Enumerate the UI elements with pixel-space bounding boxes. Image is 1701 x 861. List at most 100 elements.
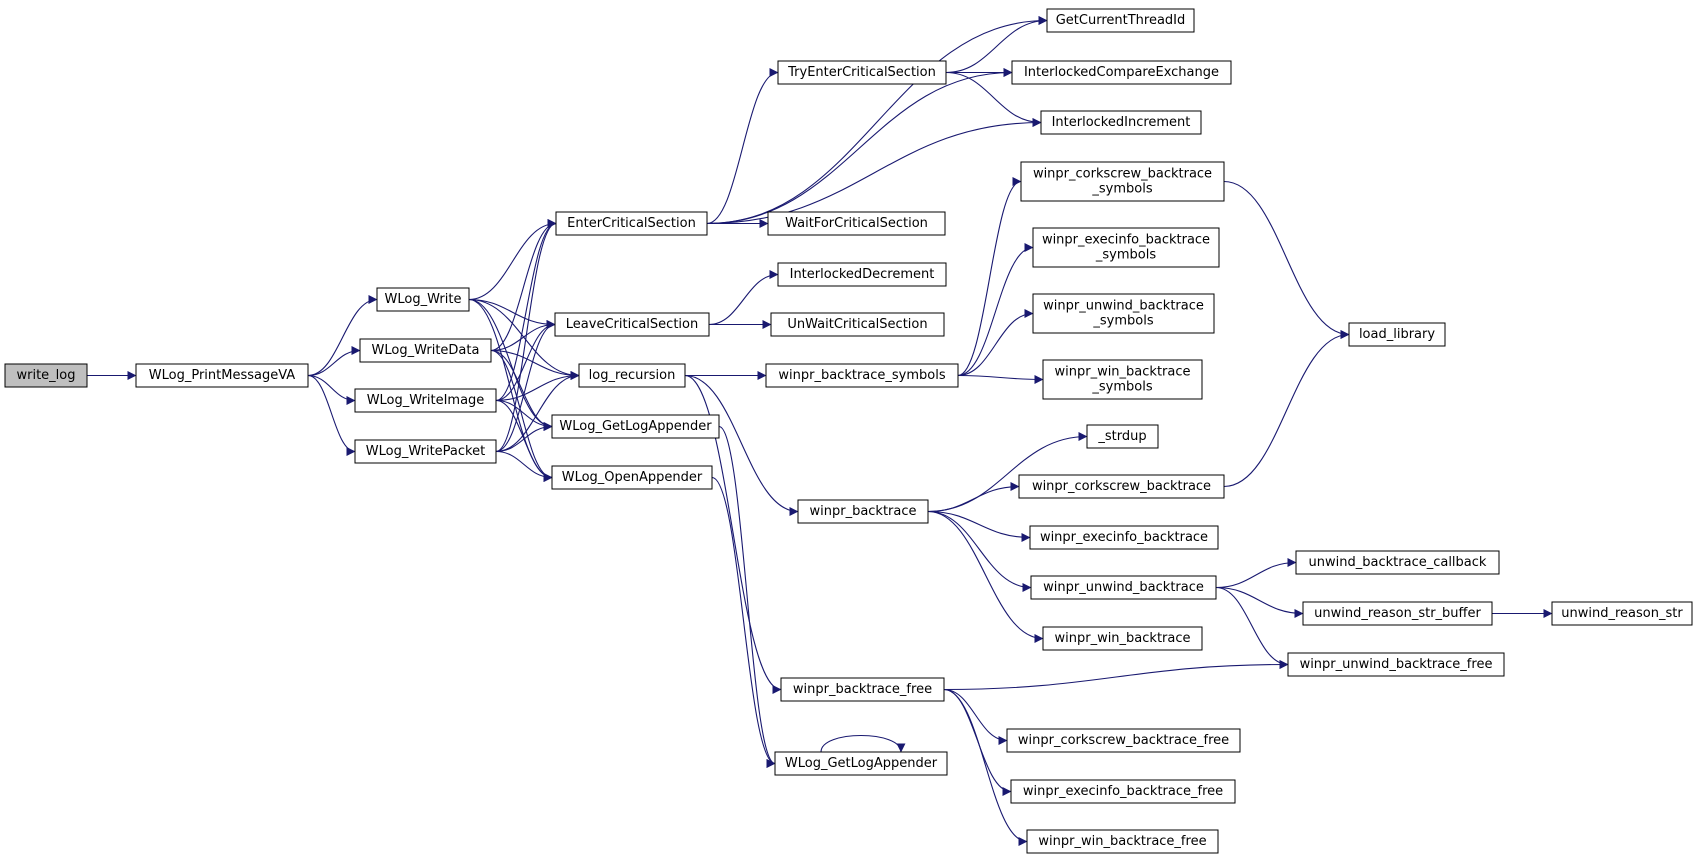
node-winpr-unwind-backtrace-free[interactable]: winpr_unwind_backtrace_free [1287,652,1505,677]
edge-enter-critical-section-to-get-current-thread-id [706,16,1048,225]
node-winpr-corkscrew-backtrace-symbols[interactable]: winpr_corkscrew_backtrace_symbols [1020,161,1225,202]
node-box [1026,829,1219,854]
node-winpr-unwind-backtrace[interactable]: winpr_unwind_backtrace [1030,575,1217,600]
edge-wlog-write-image-to-log-recursion [495,371,580,402]
node-box [554,312,710,337]
node-label: load_library [1359,327,1435,342]
node-load-library[interactable]: load_library [1348,322,1446,347]
node-winpr-unwind-backtrace-symbols[interactable]: winpr_unwind_backtrace_symbols [1032,293,1215,334]
edge-wlog-write-data-to-enter-critical-section [490,219,557,352]
node-label: winpr_execinfo_backtrace [1040,530,1208,545]
node-leave-critical-section[interactable]: LeaveCriticalSection [554,312,710,337]
node-winpr-win-backtrace-free[interactable]: winpr_win_backtrace_free [1026,829,1219,854]
node-wlog-write[interactable]: WLog_Write [376,287,470,312]
edge-winpr-backtrace-to-strdup [927,432,1088,513]
node-box [1020,161,1225,202]
node-label: LeaveCriticalSection [566,317,698,332]
node-wlog-write-image[interactable]: WLog_WriteImage [354,388,497,413]
node-un-wait-critical-section[interactable]: UnWaitCriticalSection [770,312,945,337]
node-box [1042,359,1203,400]
edge-wlog-write-packet-to-enter-critical-section [495,219,557,453]
node-box [1551,601,1693,626]
edge-winpr-backtrace-free-to-winpr-unwind-backtrace-free [943,660,1289,691]
node-wlog-get-log-appender[interactable]: WLog_GetLogAppender [551,414,720,439]
node-label: winpr_backtrace_symbols [778,368,945,383]
node-box [774,751,948,776]
node-box [359,338,492,363]
edge-try-enter-critical-section-to-get-current-thread-id [945,16,1048,74]
edge-try-enter-critical-section-to-interlocked-increment [945,71,1042,127]
node-box [1287,652,1505,677]
node-wlog-write-packet[interactable]: WLog_WritePacket [354,439,497,464]
node-label: WLog_PrintMessageVA [149,368,296,383]
node-write-log[interactable]: write_log [4,363,88,388]
edge-enter-critical-section-to-interlocked-increment [706,118,1042,225]
node-label: winpr_unwind_backtrace_free [1300,657,1493,672]
node-get-current-thread-id[interactable]: GetCurrentThreadId [1046,8,1195,33]
node-label: GetCurrentThreadId [1056,13,1186,28]
node-label: _symbols [1091,380,1152,395]
node-interlocked-compare-exchange[interactable]: InterlockedCompareExchange [1011,60,1232,85]
node-wlog-open-appender[interactable]: WLog_OpenAppender [551,465,713,490]
node-wlog-get-log-appender2[interactable]: WLog_GetLogAppender [774,751,948,776]
node-box [551,414,720,439]
node-box [135,363,309,388]
node-interlocked-decrement[interactable]: InterlockedDecrement [777,262,947,287]
node-box [1032,293,1215,334]
node-label: unwind_backtrace_callback [1309,555,1487,570]
node-box [1086,424,1159,449]
node-layer: write_log WLog_PrintMessageVA WLog_WriteWL… [4,8,1693,854]
node-strdup[interactable]: _strdup [1086,424,1159,449]
node-winpr-backtrace[interactable]: winpr_backtrace [797,499,929,524]
node-interlocked-increment[interactable]: InterlockedIncrement [1040,110,1202,135]
edge-wlog-write-to-log-recursion [468,298,580,380]
node-wait-for-critical-section[interactable]: WaitForCriticalSection [767,211,946,236]
node-wlog-print-message-va[interactable]: WLog_PrintMessageVA [135,363,309,388]
node-box [551,465,713,490]
node-unwind-reason-str[interactable]: unwind_reason_str [1551,601,1693,626]
node-winpr-execinfo-backtrace[interactable]: winpr_execinfo_backtrace [1029,525,1219,550]
node-unwind-reason-str-buffer[interactable]: unwind_reason_str_buffer [1302,601,1493,626]
node-enter-critical-section[interactable]: EnterCriticalSection [555,211,708,236]
edge-wlog-write-to-leave-critical-section [468,298,556,329]
edge-winpr-unwind-backtrace-to-unwind-backtrace-callback [1215,558,1297,589]
node-label: unwind_reason_str [1561,606,1683,621]
node-box [780,677,945,702]
node-label: winpr_corkscrew_backtrace [1032,479,1211,494]
node-label: WLog_OpenAppender [562,470,703,485]
node-winpr-backtrace-free[interactable]: winpr_backtrace_free [780,677,945,702]
node-winpr-execinfo-backtrace-symbols[interactable]: winpr_execinfo_backtrace_symbols [1032,227,1220,268]
node-box [797,499,929,524]
node-box [1011,60,1232,85]
edge-layer [87,16,1553,846]
node-label: InterlockedDecrement [790,267,935,282]
edge-wlog-write-to-enter-critical-section [468,219,557,301]
node-box [1348,322,1446,347]
node-log-recursion[interactable]: log_recursion [578,363,686,388]
node-wlog-write-data[interactable]: WLog_WriteData [359,338,492,363]
node-winpr-corkscrew-backtrace-free[interactable]: winpr_corkscrew_backtrace_free [1006,728,1241,753]
node-winpr-execinfo-backtrace-free[interactable]: winpr_execinfo_backtrace_free [1010,779,1236,804]
node-label: WLog_Write [385,292,462,307]
node-box [1032,227,1220,268]
node-box [1018,474,1225,499]
node-winpr-win-backtrace[interactable]: winpr_win_backtrace [1042,626,1203,651]
edge-wlog-write-data-to-wlog-open-appender [490,349,553,482]
node-label: unwind_reason_str_buffer [1314,606,1481,621]
node-unwind-backtrace-callback[interactable]: unwind_backtrace_callback [1295,550,1500,575]
node-box [1030,575,1217,600]
node-label: WLog_WriteImage [367,393,485,408]
node-label: WLog_GetLogAppender [785,756,938,771]
edge-wlog-print-message-va-to-wlog-write-image [307,374,356,405]
node-box [767,211,946,236]
edge-log-recursion-to-winpr-backtrace-free [684,374,782,694]
edge-winpr-backtrace-to-winpr-execinfo-backtrace [927,510,1031,542]
edge-winpr-backtrace-symbols-to-winpr-corkscrew-backtrace-symbols [957,177,1022,377]
edge-wlog-print-message-va-to-wlog-write-data [307,346,361,377]
node-try-enter-critical-section[interactable]: TryEnterCriticalSection [777,60,947,85]
node-label: winpr_corkscrew_backtrace [1033,167,1212,182]
node-label: winpr_backtrace_free [793,682,932,697]
node-winpr-win-backtrace-symbols[interactable]: winpr_win_backtrace_symbols [1042,359,1203,400]
node-winpr-corkscrew-backtrace[interactable]: winpr_corkscrew_backtrace [1018,474,1225,499]
node-winpr-backtrace-symbols[interactable]: winpr_backtrace_symbols [765,363,959,388]
